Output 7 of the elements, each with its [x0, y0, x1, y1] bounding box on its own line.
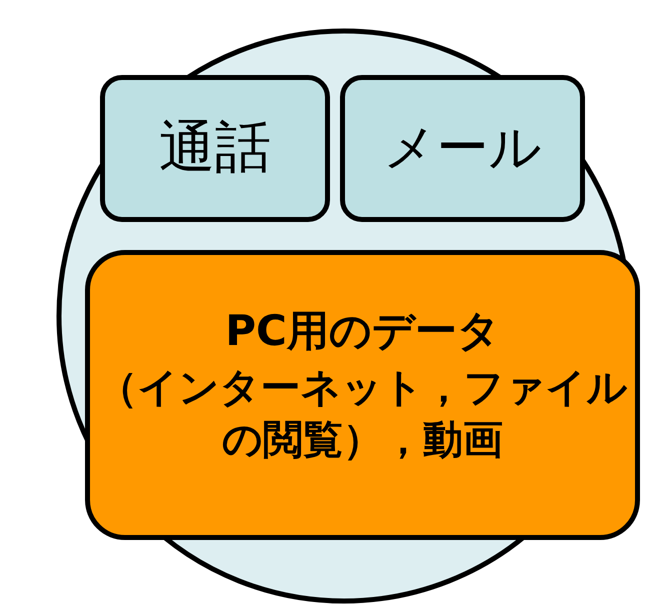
label-text: 通話 — [159, 114, 271, 182]
body-text: （インターネット，ファイルの閲覧），動画 — [98, 364, 628, 466]
heading-text: PC用のデータ — [225, 304, 500, 357]
service-box — [100, 75, 330, 222]
label-text: メール — [384, 116, 542, 180]
content-box — [85, 250, 640, 540]
service-box — [340, 75, 585, 222]
